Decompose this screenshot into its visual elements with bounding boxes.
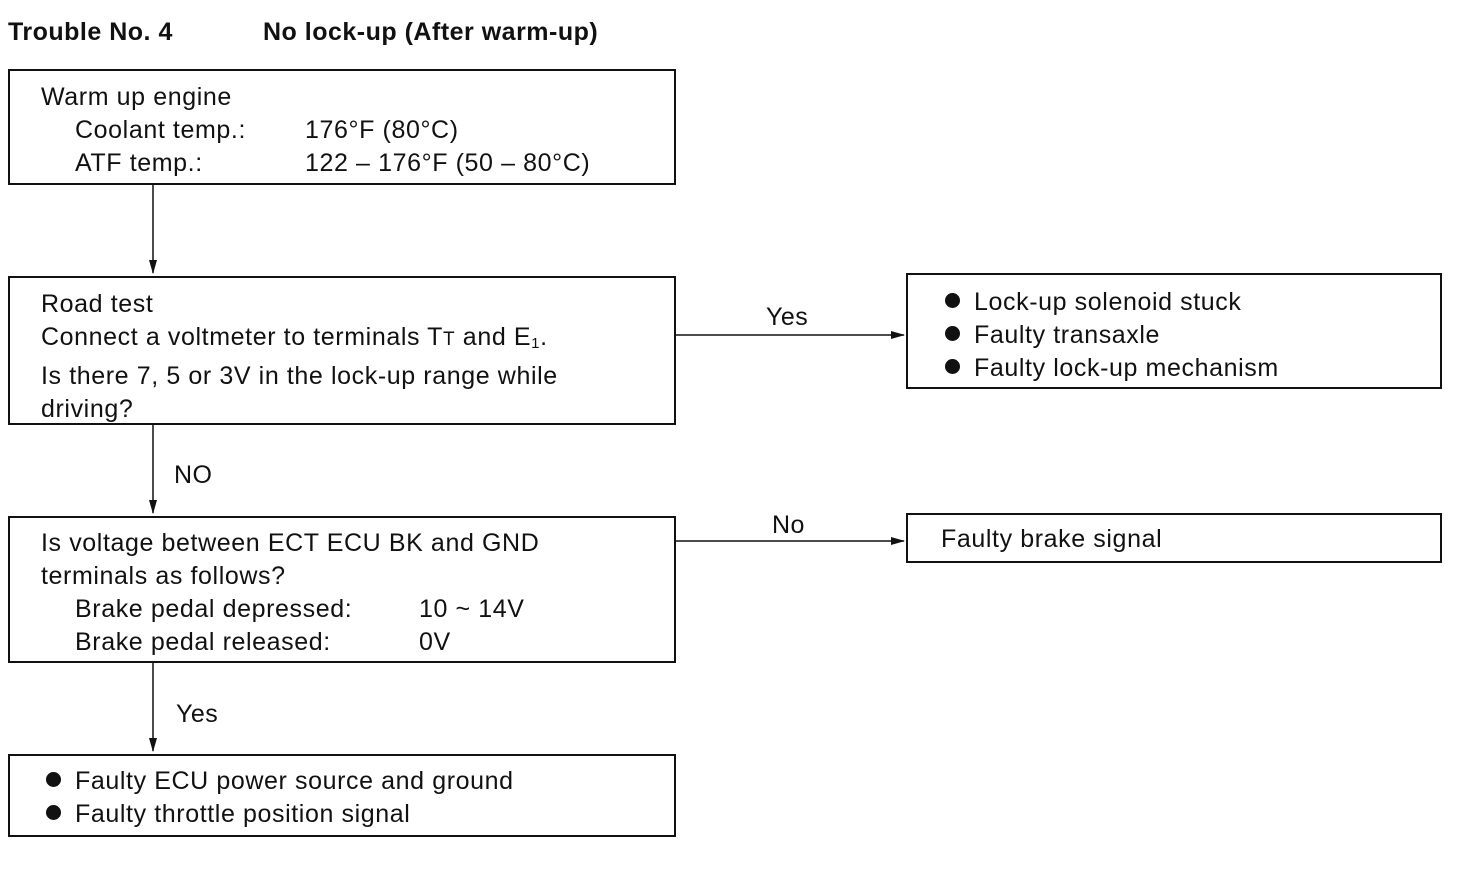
trouble-number: Trouble No. 4 (8, 18, 173, 46)
result-item: Lock-up solenoid stuck (945, 286, 1440, 319)
brake-voltage-step-box: Is voltage between ECT ECU BK and GND te… (8, 516, 676, 663)
depressed-label: Brake pedal depressed: (75, 595, 353, 623)
branch-label-yes-1: Yes (766, 303, 809, 331)
coolant-value: 176°F (80°C) (305, 116, 459, 144)
brake-released-row: Brake pedal released: 0V (41, 626, 674, 659)
brake-signal-result-box: Faulty brake signal (906, 513, 1442, 563)
voltmeter-text: Connect a voltmeter to terminals T (41, 323, 444, 351)
result-item-text: Lock-up solenoid stuck (974, 288, 1242, 316)
result-item-text: Faulty lock-up mechanism (974, 354, 1279, 382)
result-item-text: Faulty throttle position signal (75, 800, 411, 828)
brake-signal-result-text: Faulty brake signal (941, 525, 1163, 553)
terminal-e-subscript: 1 (531, 335, 541, 352)
atf-label: ATF temp.: (75, 149, 203, 177)
warm-up-heading: Warm up engine (41, 83, 232, 111)
lockup-fault-result-box: Lock-up solenoid stuck Faulty transaxle … (906, 273, 1442, 389)
brake-depressed-row: Brake pedal depressed: 10 ~ 14V (41, 593, 674, 626)
coolant-label: Coolant temp.: (75, 116, 246, 144)
atf-temp-row: ATF temp.: 122 – 176°F (50 – 80°C) (41, 147, 674, 180)
branch-label-yes-2: Yes (176, 700, 219, 728)
brake-question-line1: Is voltage between ECT ECU BK and GND (41, 529, 540, 557)
voltage-question-line1: Is there 7, 5 or 3V in the lock-up range… (41, 362, 558, 390)
brake-question-line2: terminals as follows? (41, 562, 286, 590)
bullet-icon (945, 326, 960, 341)
bullet-icon (46, 805, 61, 820)
voltmeter-text-end: . (540, 323, 548, 351)
warm-up-step-box: Warm up engine Coolant temp.: 176°F (80°… (8, 69, 676, 185)
road-test-heading: Road test (41, 290, 154, 318)
final-fault-result-box: Faulty ECU power source and ground Fault… (8, 754, 676, 837)
bullet-icon (46, 772, 61, 787)
terminal-t-subscript: T (443, 329, 456, 350)
result-item: Faulty lock-up mechanism (945, 352, 1440, 385)
voltmeter-text-mid: and E (455, 323, 532, 351)
result-item: Faulty throttle position signal (46, 798, 674, 831)
bullet-icon (945, 359, 960, 374)
branch-label-no-2: No (772, 511, 805, 539)
branch-label-no-1: NO (174, 461, 213, 489)
road-test-step-box: Road test Connect a voltmeter to termina… (8, 276, 676, 425)
released-label: Brake pedal released: (75, 628, 331, 656)
bullet-icon (945, 293, 960, 308)
result-item-text: Faulty ECU power source and ground (75, 767, 514, 795)
result-item: Faulty transaxle (945, 319, 1440, 352)
atf-value: 122 – 176°F (50 – 80°C) (305, 149, 591, 177)
trouble-title: No lock-up (After warm-up) (263, 18, 599, 46)
released-value: 0V (419, 628, 451, 656)
voltage-question-line2: driving? (41, 395, 134, 423)
result-item-text: Faulty transaxle (974, 321, 1161, 349)
voltmeter-instruction: Connect a voltmeter to terminals TT and … (41, 321, 674, 360)
coolant-temp-row: Coolant temp.: 176°F (80°C) (41, 114, 674, 147)
result-item: Faulty ECU power source and ground (46, 765, 674, 798)
depressed-value: 10 ~ 14V (419, 595, 525, 623)
